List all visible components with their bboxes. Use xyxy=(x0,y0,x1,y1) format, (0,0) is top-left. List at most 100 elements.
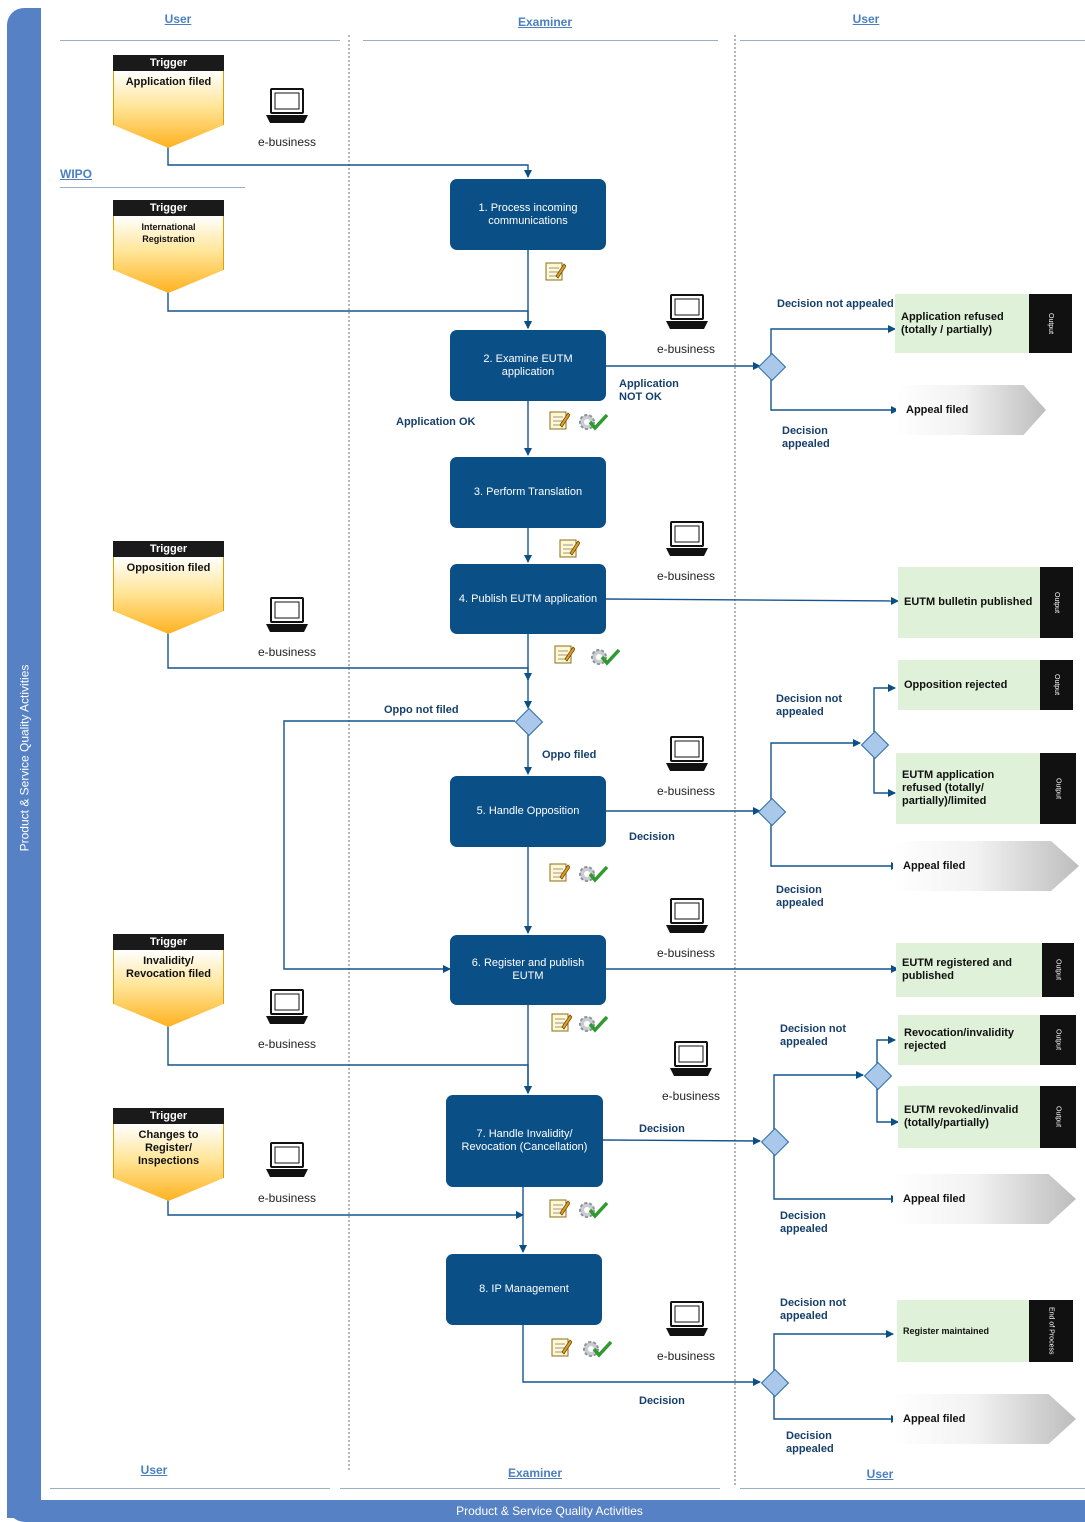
gear-check-icon xyxy=(579,1015,608,1033)
notepad-icon xyxy=(551,1013,572,1032)
trigger-header: Trigger xyxy=(113,55,224,71)
label-application-not-ok: Application NOT OK xyxy=(619,378,679,403)
trigger-header: Trigger xyxy=(113,1108,224,1124)
process-2-examine-application[interactable]: 2. Examine EUTM application xyxy=(450,330,606,401)
trigger-body: Invalidity/ Revocation filed xyxy=(113,950,224,1027)
gear-check-icon xyxy=(591,648,620,666)
notepad-icon xyxy=(545,262,566,281)
ebusiness-label: e-business xyxy=(257,645,317,659)
ebusiness-label: e-business xyxy=(656,342,716,356)
lane-divider xyxy=(60,187,245,188)
lane-divider xyxy=(740,1488,1085,1489)
output-eutm-bulletin-published: EUTM bulletin published xyxy=(898,567,1040,638)
label-application-ok: Application OK xyxy=(396,416,476,428)
end-of-process-tag: End of Process xyxy=(1029,1300,1073,1362)
trigger-header: Trigger xyxy=(113,541,224,557)
bottom-band xyxy=(7,1500,1085,1522)
lane-divider xyxy=(740,40,1085,41)
label-decision-not-appealed: Decision not appealed xyxy=(780,1297,847,1322)
output-tag: Output xyxy=(1040,753,1076,824)
label-decision-not-appealed: Decision not appealed xyxy=(777,298,894,310)
label-decision-appealed: Decision appealed xyxy=(776,884,824,909)
lane-divider xyxy=(340,1488,720,1489)
lane-user-top-right: User xyxy=(852,12,880,26)
sidebar-band xyxy=(7,8,41,1518)
label-decision-appealed: Decision appealed xyxy=(782,425,830,450)
output-tag: Output xyxy=(1029,294,1072,353)
trigger-invalidity-revocation-filed: Trigger Invalidity/ Revocation filed xyxy=(113,934,224,1027)
output-tag: Output xyxy=(1042,943,1074,997)
bottom-label: Product & Service Quality Activities xyxy=(456,1504,643,1518)
ebusiness-label: e-business xyxy=(656,784,716,798)
lane-divider xyxy=(363,40,718,41)
process-1-incoming-communications[interactable]: 1. Process incoming communications xyxy=(450,179,606,250)
laptop-icon xyxy=(266,88,308,123)
label-decision: Decision xyxy=(639,1123,685,1135)
appeal-filed: Appeal filed xyxy=(893,841,1079,891)
notepad-icon xyxy=(554,645,575,664)
lane-examiner-bottom: Examiner xyxy=(507,1466,563,1480)
trigger-body: International Registration xyxy=(113,216,224,293)
gear-check-icon xyxy=(579,413,608,431)
lane-divider xyxy=(60,40,340,41)
notepad-icon xyxy=(559,539,580,558)
appeal-filed: Appeal filed xyxy=(893,1394,1076,1444)
process-4-publish-application[interactable]: 4. Publish EUTM application xyxy=(450,564,606,634)
lane-user-bottom-left: User xyxy=(140,1463,168,1477)
process-7-handle-invalidity[interactable]: 7. Handle Invalidity/ Revocation (Cancel… xyxy=(446,1095,603,1187)
process-5-handle-opposition[interactable]: 5. Handle Opposition xyxy=(450,776,606,847)
laptop-icon xyxy=(666,1301,708,1336)
notepad-icon xyxy=(549,411,570,430)
trigger-body: Changes to Register/ Inspections xyxy=(113,1124,224,1201)
trigger-changes-to-register: Trigger Changes to Register/ Inspections xyxy=(113,1108,224,1201)
process-8-ip-management[interactable]: 8. IP Management xyxy=(446,1254,602,1325)
trigger-body: Application filed xyxy=(113,71,224,148)
notepad-icon xyxy=(551,1338,572,1357)
laptop-icon xyxy=(666,898,708,933)
laptop-icon xyxy=(666,294,708,329)
trigger-opposition-filed: Trigger Opposition filed xyxy=(113,541,224,634)
trigger-body: Opposition filed xyxy=(113,557,224,634)
output-opposition-rejected: Opposition rejected xyxy=(898,660,1040,710)
laptop-icon xyxy=(666,521,708,556)
output-eutm-revoked: EUTM revoked/invalid (totally/partially) xyxy=(898,1086,1040,1148)
lane-user-top-left: User xyxy=(164,12,192,26)
process-3-perform-translation[interactable]: 3. Perform Translation xyxy=(450,457,606,528)
label-decision-appealed: Decision appealed xyxy=(780,1210,828,1235)
laptop-icon xyxy=(670,1041,712,1076)
ebusiness-label: e-business xyxy=(257,1191,317,1205)
notepad-icon xyxy=(549,1199,570,1218)
lane-user-bottom-right: User xyxy=(866,1467,894,1481)
output-revocation-rejected: Revocation/invalidity rejected xyxy=(898,1015,1040,1065)
lane-divider xyxy=(50,1488,330,1489)
label-decision-appealed: Decision appealed xyxy=(786,1430,834,1455)
lane-separator xyxy=(734,35,736,1485)
ebusiness-label: e-business xyxy=(656,946,716,960)
trigger-header: Trigger xyxy=(113,200,224,216)
label-decision-not-appealed: Decision not appealed xyxy=(780,1023,847,1048)
label-decision: Decision xyxy=(629,831,675,843)
process-6-register-and-publish[interactable]: 6. Register and publish EUTM xyxy=(450,935,606,1005)
label-decision-not-appealed: Decision not appealed xyxy=(776,693,843,718)
laptop-icon xyxy=(266,1142,308,1177)
lane-wipo: WIPO xyxy=(60,167,92,181)
label-oppo-filed: Oppo filed xyxy=(542,749,597,761)
trigger-international-registration: Trigger International Registration xyxy=(113,200,224,293)
appeal-filed: Appeal filed xyxy=(893,1174,1076,1224)
trigger-application-filed: Trigger Application filed xyxy=(113,55,224,148)
output-eutm-registered-published: EUTM registered and published xyxy=(896,943,1042,997)
ebusiness-label: e-business xyxy=(257,135,317,149)
label-oppo-not-filed: Oppo not filed xyxy=(384,704,459,716)
laptop-icon xyxy=(266,989,308,1024)
label-decision: Decision xyxy=(639,1395,685,1407)
appeal-filed: Appeal filed xyxy=(896,385,1046,435)
output-tag: Output xyxy=(1040,1015,1076,1065)
notepad-icon xyxy=(549,863,570,882)
ebusiness-label: e-business xyxy=(656,569,716,583)
output-tag: Output xyxy=(1040,567,1073,638)
output-register-maintained: Register maintained xyxy=(897,1300,1029,1362)
ebusiness-label: e-business xyxy=(257,1037,317,1051)
ebusiness-label: e-business xyxy=(656,1349,716,1363)
gear-check-icon xyxy=(579,1201,608,1219)
ebusiness-label: e-business xyxy=(661,1089,721,1103)
